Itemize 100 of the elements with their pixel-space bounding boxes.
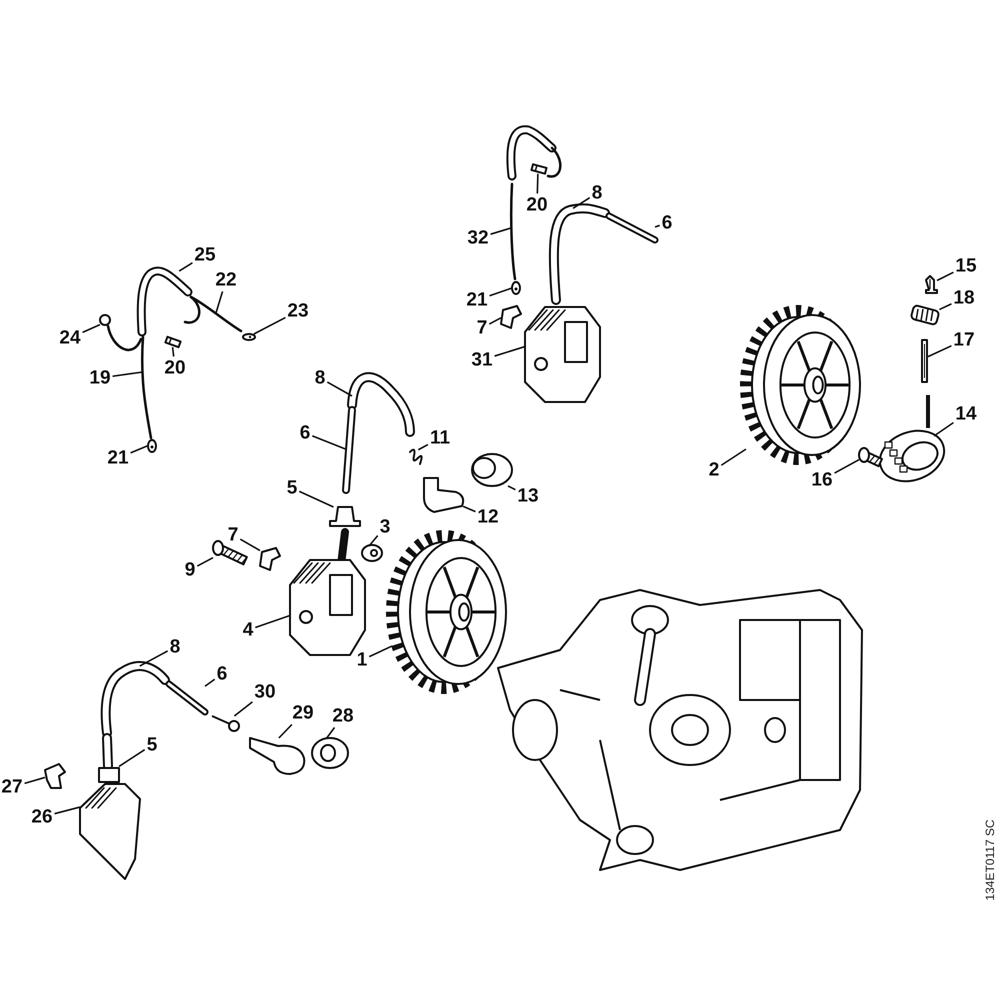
cable-lug-drawing <box>242 333 256 341</box>
starter-cup-drawing <box>878 430 946 482</box>
callout-number: 2 <box>708 460 720 480</box>
leader-line <box>654 224 660 228</box>
rod-drawing <box>606 212 658 244</box>
leader-line <box>312 435 346 450</box>
callout-number: 29 <box>292 704 314 722</box>
leader-line <box>118 749 146 768</box>
leader-line <box>112 371 142 378</box>
callout-number: 28 <box>332 706 354 726</box>
callout-number: 12 <box>477 508 499 526</box>
leader-line <box>298 490 334 508</box>
leader-line <box>572 197 590 209</box>
leader-line <box>240 538 260 552</box>
callout-number: 1 <box>356 650 368 670</box>
leader-line <box>82 324 100 334</box>
leader-line <box>326 381 352 397</box>
tube-drawing <box>347 372 415 437</box>
callout-number: 8 <box>314 368 326 388</box>
leader-line <box>234 701 253 717</box>
leader-line <box>326 727 336 738</box>
callout-number: 6 <box>662 214 672 232</box>
callout-number: 15 <box>955 256 977 276</box>
callout-number: 25 <box>194 246 216 264</box>
pin-drawing <box>925 275 938 294</box>
callout-number: 11 <box>430 428 450 448</box>
flywheel-drawing <box>740 305 861 465</box>
leader-line <box>508 485 516 490</box>
callout-number: 3 <box>380 518 390 536</box>
callout-number: 5 <box>146 736 158 754</box>
grommet-drawing <box>329 506 361 527</box>
clip-drawing <box>259 547 281 571</box>
drawing-code: 134ET0117 SC <box>983 819 997 901</box>
ignition-module-drawing <box>79 783 141 880</box>
callout-number: 26 <box>31 808 53 826</box>
callout-number: 22 <box>215 270 237 290</box>
leader-line <box>488 317 502 325</box>
rod-drawing <box>342 406 356 494</box>
screw-drawing <box>212 540 248 566</box>
ignition-module-drawing <box>524 306 601 403</box>
leader-line <box>24 776 46 784</box>
callout-number: 8 <box>592 184 602 202</box>
leader-line <box>834 458 860 474</box>
callout-number: 20 <box>164 358 186 378</box>
wire-drawing <box>184 296 242 332</box>
callout-number: 20 <box>526 196 548 214</box>
leader-line <box>494 346 526 357</box>
leader-line <box>255 614 290 628</box>
wire-drawing <box>510 182 516 280</box>
clip-drawing <box>500 305 522 329</box>
leader-line <box>172 347 174 357</box>
callout-number: 19 <box>89 368 111 388</box>
nut-drawing <box>361 544 383 562</box>
rod-drawing <box>921 339 930 428</box>
callout-number: 32 <box>467 228 489 248</box>
spring-drawing <box>409 448 423 465</box>
callout-number: 13 <box>517 486 539 506</box>
callout-number: 24 <box>59 328 81 348</box>
callout-number: 18 <box>953 288 975 308</box>
clip-drawing <box>44 763 66 789</box>
callout-number: 23 <box>287 302 309 320</box>
ring-terminal-drawing <box>99 314 142 352</box>
leader-line <box>462 506 476 512</box>
leader-line <box>278 724 292 739</box>
washer-drawing <box>311 737 349 769</box>
leader-line <box>253 316 286 335</box>
leader-line <box>418 444 428 450</box>
leader-line <box>936 272 954 282</box>
leader-line <box>536 174 539 194</box>
pin-drawing <box>530 163 548 175</box>
spark-plug-boot-drawing <box>249 737 306 775</box>
wire-drawing <box>140 336 152 440</box>
callout-number: 16 <box>811 470 833 490</box>
callout-number: 14 <box>955 404 977 424</box>
tube-drawing <box>100 661 170 738</box>
callout-number: 17 <box>953 330 975 350</box>
callout-number: 5 <box>286 478 298 498</box>
callout-number: 31 <box>471 350 493 370</box>
callout-number: 4 <box>242 620 254 640</box>
cable-lug-drawing <box>147 439 157 453</box>
leader-line <box>204 678 216 687</box>
callout-number: 21 <box>466 290 488 310</box>
callout-number: 6 <box>216 664 228 684</box>
leader-line <box>490 227 512 235</box>
callout-number: 27 <box>1 778 23 796</box>
leader-line <box>928 345 952 358</box>
callout-number: 6 <box>300 424 310 442</box>
leader-line <box>178 262 193 272</box>
pin-drawing <box>164 336 182 348</box>
tube-drawing <box>136 266 192 336</box>
tube-drawing <box>548 203 610 305</box>
leader-line <box>368 645 392 658</box>
callout-number: 30 <box>254 682 276 702</box>
leader-line <box>489 287 512 296</box>
contact-spring-drawing <box>212 715 240 732</box>
spark-plug-boot-drawing <box>423 477 464 513</box>
grommet-drawing <box>98 733 120 783</box>
leader-line <box>934 422 954 437</box>
cable-lug-drawing <box>511 281 521 295</box>
leader-line <box>368 535 378 547</box>
